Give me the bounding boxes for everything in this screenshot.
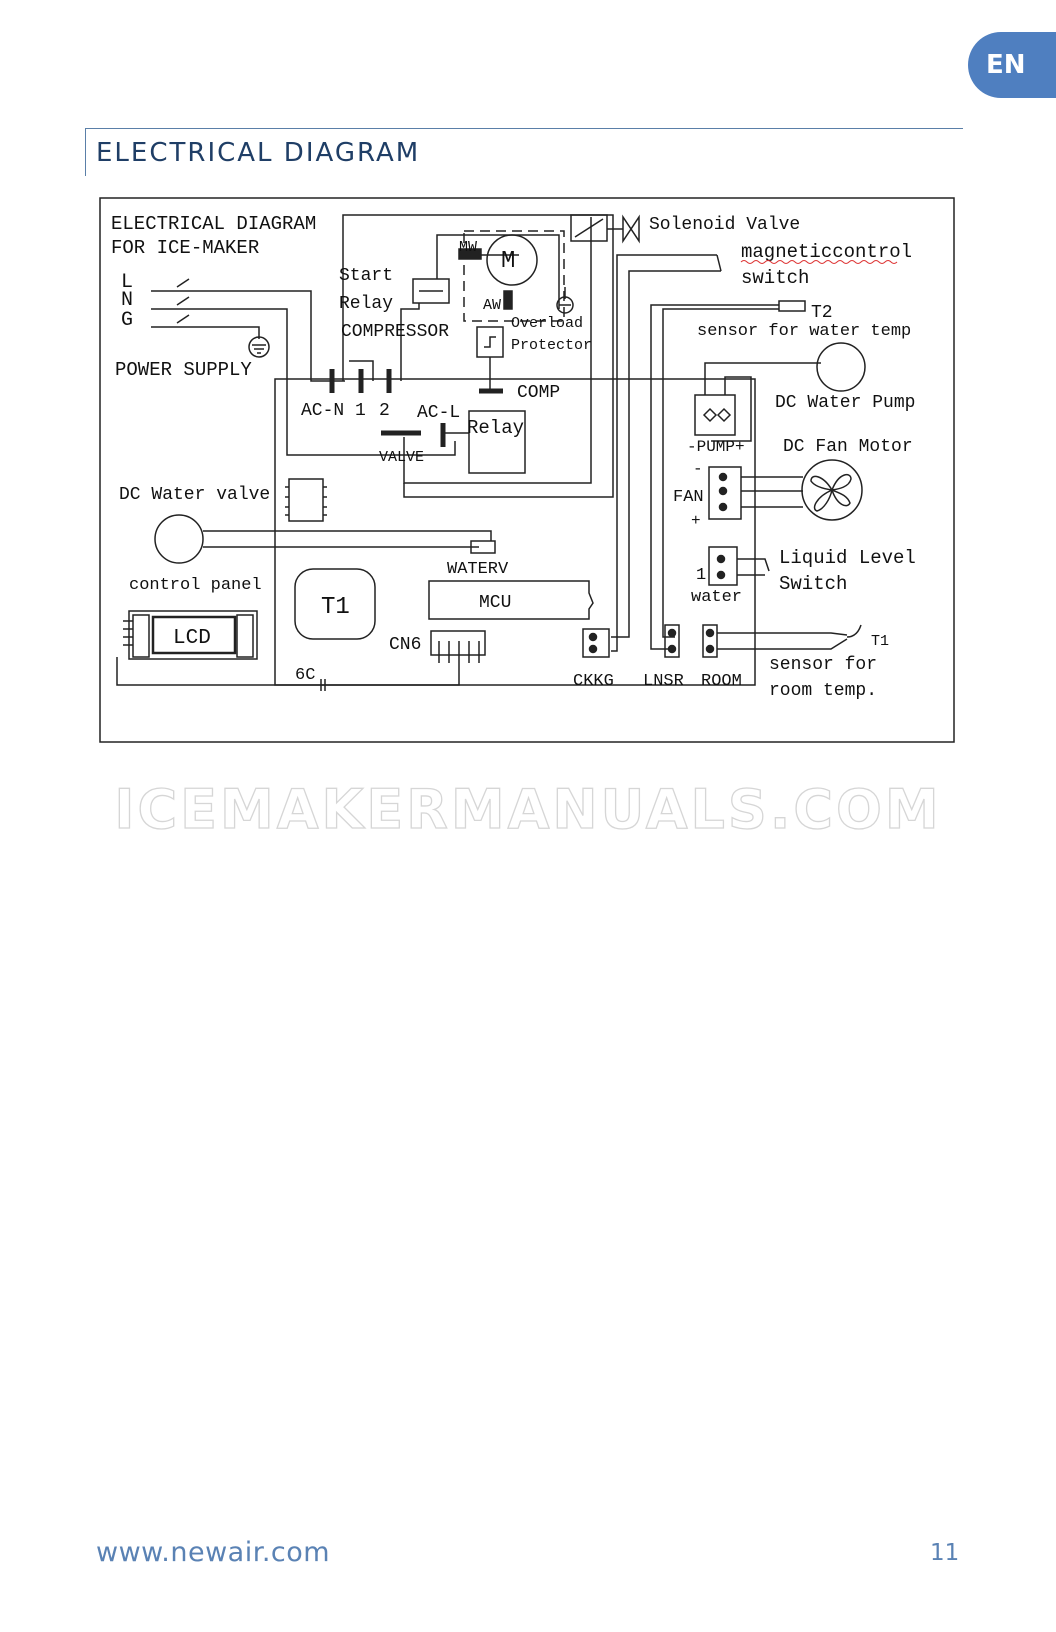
dc-water-valve-icon [154, 514, 204, 564]
fan-icon [801, 459, 863, 521]
room-connector [702, 624, 718, 658]
waterv-label: WATERV [447, 560, 509, 579]
comp-label: COMP [517, 383, 560, 403]
control-panel-label: control panel [129, 576, 262, 595]
waterv-connector [470, 540, 496, 554]
liquid-level-connector [708, 546, 738, 586]
relay-label: Relay [467, 417, 524, 439]
overload-label-2: Protector [511, 337, 592, 354]
t2-sensor-icon [778, 300, 806, 312]
mw-label: MW [459, 239, 477, 256]
language-tab[interactable]: EN [968, 32, 1056, 98]
magnetic-switch-label-2: switch [741, 267, 809, 289]
t1-box [294, 568, 376, 640]
pcb-board [274, 378, 756, 686]
overload-label-1: Overload [511, 315, 583, 332]
section-title: ELECTRICAL DIAGRAM [96, 138, 421, 168]
diagram-heading-line1: ELECTRICAL DIAGRAM [111, 213, 316, 235]
magnetic-switch-wiring [611, 254, 717, 652]
power-line-l [151, 290, 345, 382]
fan-label: FAN [673, 488, 704, 507]
ground-icon [248, 336, 270, 358]
liquid-level-label-2: Switch [779, 573, 847, 595]
water-label: water [691, 588, 742, 607]
diagram-heading-line2: FOR ICE-MAKER [111, 237, 259, 259]
sensor-room-label-2: room temp. [769, 681, 877, 701]
compressor-wiring [342, 214, 614, 498]
motor-m-label: M [501, 248, 515, 275]
compressor-label: COMPRESSOR [341, 322, 449, 342]
aw-label: AW [483, 297, 501, 314]
valve-label: VALVE [379, 449, 424, 466]
power-supply-label: POWER SUPPLY [115, 359, 252, 381]
start-relay-label-1: Start [339, 266, 393, 286]
motor-ground-icon [556, 287, 574, 314]
fan-connector [708, 466, 742, 520]
spellcheck-underline [740, 260, 898, 264]
fan-plus-label: + [691, 512, 701, 530]
term-1-label: 1 [355, 401, 366, 421]
electrical-diagram: ELECTRICAL DIAGRAM FOR ICE-MAKER L N G P… [99, 197, 955, 743]
ckkg-connector [582, 628, 610, 658]
start-relay-icon [412, 278, 450, 304]
chip-icon [288, 478, 324, 522]
solenoid-valve-label: Solenoid Valve [649, 215, 800, 235]
pump-connector [694, 394, 736, 436]
dc-water-pump-icon [816, 342, 866, 392]
label-g: G [121, 309, 133, 332]
ckkg-label: CKKG [573, 672, 614, 691]
dc-water-valve-label: DC Water valve [119, 485, 270, 505]
sensor-room-label-1: sensor for [769, 655, 877, 675]
lcd-panel [128, 610, 258, 660]
solenoid-valve-icon [622, 214, 640, 244]
label-n: N [121, 289, 133, 312]
magnetic-switch-label-1: magneticcontrol [741, 241, 912, 263]
cn6-label: CN6 [389, 635, 421, 655]
mcu-label: MCU [479, 593, 511, 613]
start-relay-label-2: Relay [339, 294, 393, 314]
t2-label: T2 [811, 303, 833, 323]
term-2-label: 2 [379, 401, 390, 421]
six-c-label: 6C [295, 666, 315, 685]
label-l: L [121, 271, 133, 294]
ac-l-label: AC-L [417, 403, 460, 423]
t1-box-label: T1 [321, 594, 350, 621]
ac-n-label: AC-N [301, 401, 344, 421]
lcd-label: LCD [173, 627, 211, 650]
liquid-level-label-1: Liquid Level [779, 547, 916, 569]
page-number: 11 [930, 1540, 960, 1566]
mcu-block [428, 580, 594, 620]
dc-water-pump-label: DC Water Pump [775, 393, 915, 413]
relay-block [468, 410, 526, 474]
footer-website-link[interactable]: www.newair.com [96, 1537, 331, 1568]
room-label: ROOM [701, 672, 742, 691]
fan-minus-label: - [693, 460, 703, 478]
cn6-connector [430, 630, 486, 656]
diagram-frame [99, 197, 955, 743]
power-line-g [151, 326, 260, 339]
t1-sensor-label: T1 [871, 633, 889, 650]
solenoid-coil-icon [570, 214, 608, 242]
section-header-rule [85, 128, 963, 176]
level-1-label: 1 [696, 566, 706, 585]
power-line-n [151, 308, 456, 456]
lnsr-connector [664, 624, 680, 658]
lnsr-label: LNSR [643, 672, 684, 691]
sensor-water-temp-label: sensor for water temp [697, 322, 911, 341]
motor-icon [486, 234, 538, 286]
pump-label: -PUMP+ [687, 438, 745, 456]
dc-fan-motor-label: DC Fan Motor [783, 437, 913, 457]
watermark: ICEMAKERMANUALS.COM [114, 777, 942, 841]
